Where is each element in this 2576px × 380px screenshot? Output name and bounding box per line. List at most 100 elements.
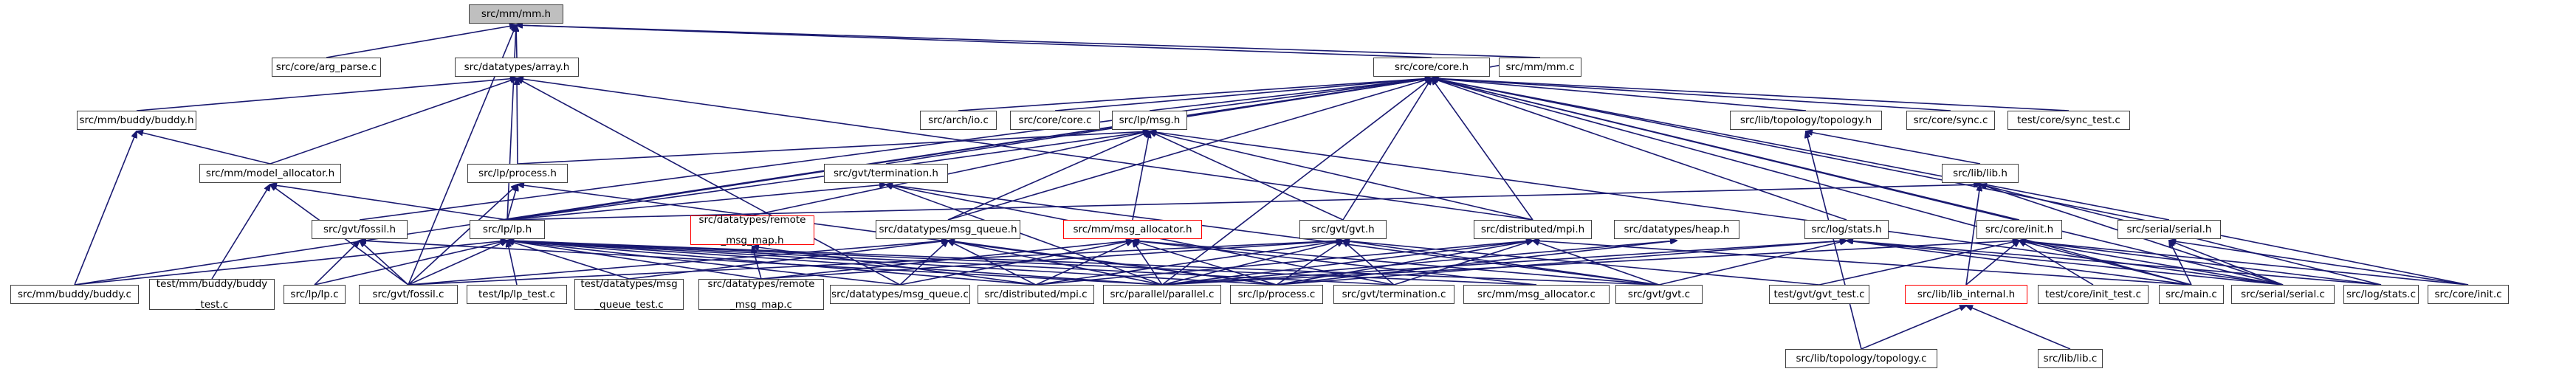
node-arch-io-c[interactable]: src/arch/io.c [920,111,997,130]
node-main-c[interactable]: src/main.c [2159,285,2224,304]
edge-lp-h-to-lib-h [506,184,1980,221]
edge-main-c-to-init-h [2019,241,2192,286]
edge-process-c-to-heap-h [1276,241,1677,286]
node-stats-h[interactable]: src/log/stats.h [1804,220,1889,239]
edge-lib-internal-h-to-lib-h [1965,184,1980,286]
edge-gvt-c-to-stats-h [1658,241,1847,286]
node-mm-h: src/mm/mm.h [469,4,563,24]
edge-msg-allocator-c-to-msg-allocator-h [1133,241,1537,286]
node-buddy-test-c[interactable]: test/mm/buddy/buddy_test.c [149,279,275,310]
edge-parallel-c-to-init-h [1161,241,2019,286]
node-serial-c[interactable]: src/serial/serial.c [2231,285,2335,304]
edge-stats-c-to-init-h [2019,241,2382,286]
node-gvt-h[interactable]: src/gvt/gvt.h [1299,220,1387,239]
edge-init-c-to-init-h [2019,241,2469,286]
edge-msg-h-to-core-h [1149,78,1432,111]
edge-lib-internal-h-to-init-h [1965,241,2019,286]
edge-lp-h-to-termination-h [506,184,886,221]
node-process-h[interactable]: src/lp/process.h [467,164,568,183]
node-remote-msg-map-c[interactable]: src/datatypes/remote_msg_map.c [698,279,824,310]
node-lp-test-c[interactable]: test/lp/lp_test.c [467,285,567,304]
node-fossil-c[interactable]: src/gvt/fossil.c [359,285,458,304]
edge-lp-c-to-fossil-h [314,241,360,286]
node-core-c[interactable]: src/core/core.c [1010,111,1100,130]
edge-mpi-h-to-msg-h [1150,131,1533,221]
node-init-test-c[interactable]: test/core/init_test.c [2038,285,2149,304]
edge-gvt-c-to-msg-allocator-h [1133,241,1660,286]
edge-lp-h-to-model-alloc-h [270,184,508,221]
node-mpi-h[interactable]: src/distributed/mpi.h [1474,220,1592,239]
edge-parallel-c-to-msg-queue-h [948,241,1163,286]
edge-fossil-c-to-gvt-h [408,241,1343,286]
edge-process-h-to-msg-h [517,131,1150,165]
edge-buddy-c-to-lp-h [74,241,507,286]
edge-remote-msg-map-c-to-lp-h [507,241,762,280]
node-model-alloc-h[interactable]: src/mm/model_allocator.h [199,164,341,183]
node-stats-c[interactable]: src/log/stats.c [2343,285,2419,304]
node-heap-h[interactable]: src/datatypes/heap.h [1614,220,1739,239]
node-termination-c[interactable]: src/gvt/termination.c [1333,285,1454,304]
node-remote-msg-map-h[interactable]: src/datatypes/remote_msg_map.h [690,215,814,246]
node-topology-c[interactable]: src/lib/topology/topology.c [1785,349,1937,368]
node-gvt-test-c[interactable]: test/gvt/gvt_test.c [1769,285,1869,304]
node-process-c[interactable]: src/lp/process.c [1230,285,1323,304]
node-sync-test-c[interactable]: test/core/sync_test.c [2007,111,2130,130]
node-array-h[interactable]: src/datatypes/array.h [455,58,579,77]
edge-topology-h-to-core-h [1432,78,1807,111]
node-buddy-c[interactable]: src/mm/buddy/buddy.c [10,285,139,304]
edge-parallel-c-to-heap-h [1161,241,1677,286]
node-mpi-c[interactable]: src/distributed/mpi.c [978,285,1094,304]
edge-lib-c-to-lib-internal-h [1966,305,2071,350]
edge-mpi-h-to-core-h [1432,78,1533,221]
edge-lp-c-to-lp-h [314,241,507,286]
edge-main-c-to-stats-h [1847,241,2192,286]
edge-serial-c-to-serial-h [2169,241,2284,286]
edge-msg-queue-c-to-array-h [517,78,901,286]
node-lib-h[interactable]: src/lib/lib.h [1942,164,2019,183]
edge-remote-msg-map-c-to-remote-msg-map-h [752,246,762,280]
node-mm-c[interactable]: src/mm/mm.c [1499,58,1581,77]
edge-arch-io-c-to-core-h [958,78,1432,111]
node-lp-c[interactable]: src/lp/lp.c [284,285,346,304]
node-sync-c[interactable]: src/core/sync.c [1906,111,1995,130]
node-msg-queue-test-c[interactable]: test/datatypes/msg_queue_test.c [574,279,684,310]
node-msg-queue-c[interactable]: src/datatypes/msg_queue.c [830,285,970,304]
node-lib-internal-h[interactable]: src/lib/lib_internal.h [1905,285,2027,304]
edge-core-c-to-core-h [1054,78,1432,111]
edge-stats-h-to-core-h [1432,78,1847,221]
edge-msg-queue-c-to-lp-h [507,241,901,286]
node-init-h[interactable]: src/core/init.h [1976,220,2062,239]
node-lp-h[interactable]: src/lp/lp.h [470,220,545,239]
node-parallel-c[interactable]: src/parallel/parallel.c [1103,285,1221,304]
node-serial-h[interactable]: src/serial/serial.h [2118,220,2221,239]
edge-serial-c-to-init-h [2019,241,2284,286]
node-lib-c[interactable]: src/lib/lib.c [2038,349,2103,368]
edge-sync-test-c-to-core-h [1432,78,2070,111]
edge-topology-c-to-lib-internal-h [1861,305,1966,350]
node-topology-h[interactable]: src/lib/topology/topology.h [1730,111,1882,130]
node-arg-parse-c[interactable]: src/core/arg_parse.c [272,58,381,77]
node-msg-queue-h[interactable]: src/datatypes/msg_queue.h [876,220,1020,239]
edge-lp-test-c-to-lp-h [507,241,518,286]
node-msg-h[interactable]: src/lp/msg.h [1112,111,1187,130]
edge-msg-queue-test-c-to-lp-h [507,241,630,280]
edge-remote-msg-map-h-to-msg-h [752,131,1150,216]
edge-main-c-to-serial-h [2169,241,2192,286]
node-msg-allocator-h[interactable]: src/mm/msg_allocator.h [1063,220,1202,239]
edge-mpi-c-to-msg-queue-h [948,241,1037,286]
node-fossil-h[interactable]: src/gvt/fossil.h [312,220,408,239]
node-core-h[interactable]: src/core/core.h [1373,58,1490,77]
edge-buddy-h-to-array-h [136,78,517,111]
edge-main-c-to-core-h [1432,78,2192,286]
edge-msg-queue-h-to-msg-h [947,131,1150,221]
edge-msg-allocator-h-to-msg-h [1132,131,1150,221]
edge-termination-c-to-gvt-h [1343,241,1395,286]
edge-serial-c-to-stats-h [1847,241,2284,286]
node-termination-h[interactable]: src/gvt/termination.h [824,164,948,183]
node-init-c[interactable]: src/core/init.c [2428,285,2509,304]
node-buddy-h[interactable]: src/mm/buddy/buddy.h [77,111,196,130]
node-gvt-c[interactable]: src/gvt/gvt.c [1615,285,1703,304]
node-msg-allocator-c[interactable]: src/mm/msg_allocator.c [1463,285,1610,304]
